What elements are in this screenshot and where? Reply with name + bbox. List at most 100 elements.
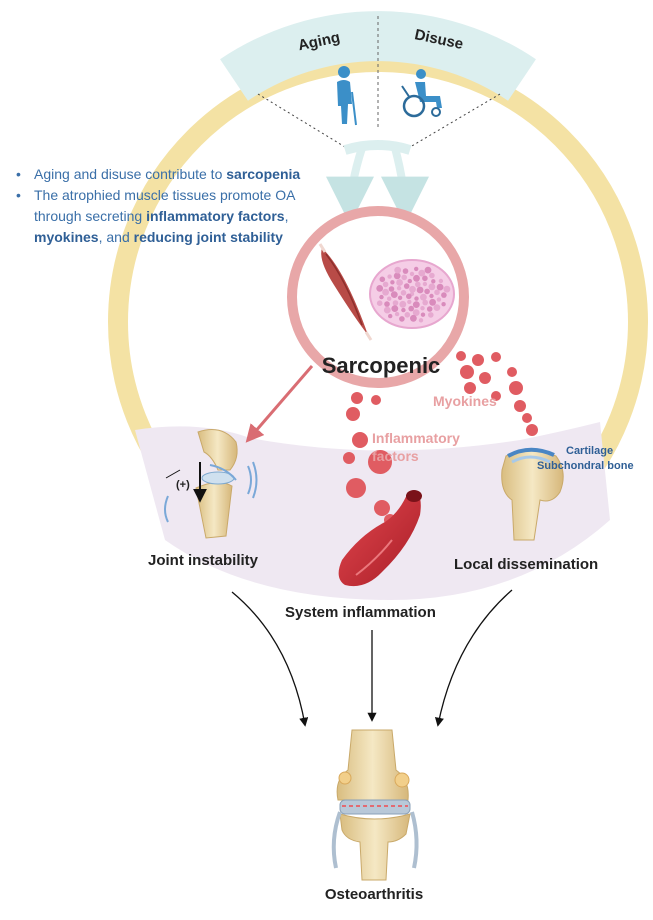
tissue-cell <box>441 292 447 298</box>
bullet-2-text-c: , and <box>98 229 134 245</box>
mediator-dot <box>491 352 501 362</box>
tissue-cell <box>420 312 426 317</box>
mediator-dot <box>464 382 476 394</box>
tissue-cell <box>401 274 408 281</box>
local-dissemination-knee-icon <box>501 447 564 541</box>
tissue-cell <box>399 316 405 322</box>
tissue-cell <box>429 272 435 279</box>
tissue-cell <box>438 278 444 284</box>
mediator-dot <box>526 424 538 436</box>
summary-bullets: Aging and disuse contribute to sarcopeni… <box>14 164 344 248</box>
muscle-tissue-icon <box>369 259 455 329</box>
tissue-cell <box>409 271 415 277</box>
bullet-2-text-b: , <box>284 208 289 224</box>
tissue-cell <box>408 305 415 312</box>
osteoarthritis-label: Osteoarthritis <box>325 886 423 903</box>
tissue-cell <box>416 286 424 294</box>
myokines-label: Myokines <box>433 393 497 409</box>
tissue-cell <box>428 283 436 291</box>
tissue-cell <box>394 266 402 274</box>
teal-arrow-top <box>343 140 412 155</box>
mediator-dot <box>472 354 484 366</box>
joint-instability-label: Joint instability <box>148 552 259 569</box>
tissue-cell <box>420 306 425 311</box>
arrow-joint-to-oa <box>231 591 309 727</box>
tissue-cell <box>443 285 451 293</box>
causes-wedge-right <box>404 93 501 151</box>
tissue-cell <box>418 269 426 277</box>
mediator-dot <box>368 450 392 474</box>
tissue-cell <box>433 304 441 311</box>
tissue-cell <box>383 306 391 314</box>
tissue-cell <box>434 289 440 296</box>
tissue-cell <box>397 295 403 300</box>
mediator-dot <box>509 381 523 395</box>
tissue-cell <box>414 296 419 301</box>
tissue-cell <box>422 299 429 306</box>
cartilage-label: Cartilage <box>566 445 613 457</box>
subchondral-bone-label: Subchondral bone <box>537 460 634 472</box>
tissue-cell <box>436 283 444 291</box>
tissue-cell <box>426 306 433 312</box>
elderly-person-icon <box>337 66 357 126</box>
joint-instability-knee-icon <box>164 429 258 539</box>
mediator-dot <box>351 392 363 404</box>
teal-arrow-right <box>380 146 429 225</box>
tissue-cell <box>429 293 434 299</box>
bullet-item-1: Aging and disuse contribute to sarcopeni… <box>14 164 344 185</box>
tissue-cell <box>424 288 430 295</box>
tissue-cell <box>407 299 412 305</box>
muscle-icon <box>318 243 373 341</box>
local-dissemination-label: Local dissemination <box>454 556 598 573</box>
mediator-dot <box>343 452 355 464</box>
tissue-cell <box>390 291 398 298</box>
bullet-2-highlight-myokines: myokines <box>34 229 99 245</box>
causes-wedge-left <box>257 93 351 151</box>
tissue-cell <box>441 302 446 307</box>
arrow-local-to-oa <box>434 589 513 727</box>
inflammatory-label-line1: Inflammatory <box>372 430 460 446</box>
tissue-cell <box>382 288 389 296</box>
mediator-dot <box>346 407 360 421</box>
tissue-cell <box>403 283 410 289</box>
tissue-cell <box>412 301 420 308</box>
tissue-cell <box>400 290 407 296</box>
tissue-cell <box>396 279 403 286</box>
system-inflammation-label: System inflammation <box>285 604 436 621</box>
mediator-dot <box>374 500 390 516</box>
tissue-cell <box>409 285 416 293</box>
mediator-dot <box>346 478 366 498</box>
tissue-cell <box>391 305 399 312</box>
tissue-cell <box>402 268 409 274</box>
tissue-cell <box>404 312 411 318</box>
tissue-cell <box>388 286 395 292</box>
mediator-dot <box>522 413 532 423</box>
tissue-cell <box>424 266 432 274</box>
tissue-cell <box>428 312 434 318</box>
inflammatory-label-line2: factors <box>372 448 419 464</box>
tissue-cell <box>420 293 427 301</box>
bullet-2-text-a: The atrophied muscle tissues promote OA … <box>34 187 295 224</box>
tissue-cell <box>431 279 436 284</box>
tissue-cell <box>410 314 417 322</box>
teal-arrow-left <box>326 146 375 225</box>
mediator-dot <box>352 432 368 448</box>
bullet-2-highlight-inflammatory: inflammatory factors <box>146 208 285 224</box>
osteoarthritis-knee-icon <box>331 729 419 881</box>
tissue-cell <box>387 274 392 279</box>
tissue-cell <box>422 275 428 282</box>
bullet-1-text: Aging and disuse contribute to <box>34 166 227 182</box>
tissue-cell <box>412 309 420 316</box>
bullet-1-highlight: sarcopenia <box>226 166 301 182</box>
tissue-cell <box>399 300 407 308</box>
sarcopenic-title: Sarcopenic <box>322 353 441 378</box>
tissue-cell <box>407 278 412 284</box>
tissue-cell <box>429 298 436 306</box>
mediator-dot <box>456 351 466 361</box>
tissue-cell <box>387 296 392 301</box>
red-arrow-joint-instability <box>245 365 314 443</box>
mediator-dot <box>460 365 474 379</box>
tissue-cell <box>406 293 412 300</box>
tissue-cell <box>390 280 395 285</box>
